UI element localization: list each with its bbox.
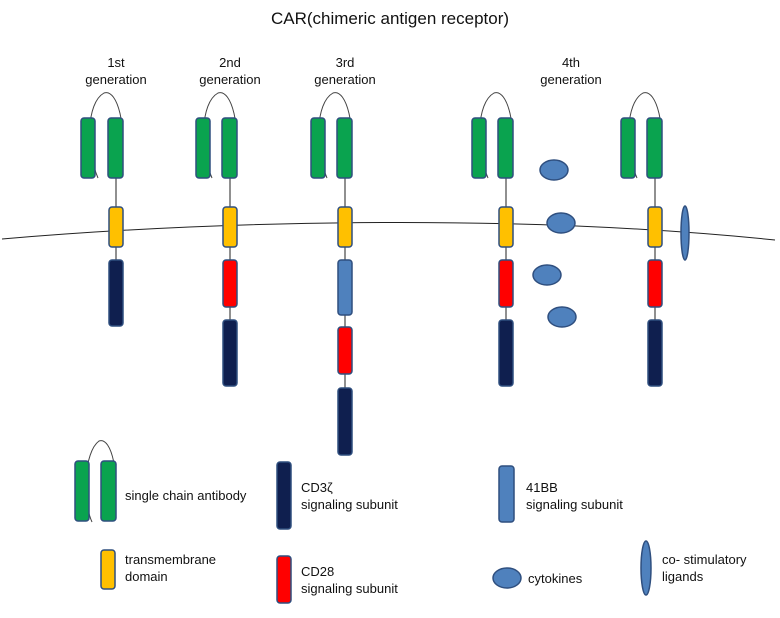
legend-ligand-line1: co- stimulatory [662, 552, 747, 567]
scfv-light-chain [221, 117, 238, 179]
41bb-subunit [337, 259, 353, 316]
legend-41bb-line1: 41BB [526, 480, 558, 495]
generation-label-4th: 4th generation [516, 54, 626, 88]
car-3rd-generation [310, 92, 353, 456]
legend-scfv-label: single chain antibody [125, 488, 247, 503]
generation-label-line2: generation [85, 72, 147, 87]
transmembrane-domain [337, 206, 353, 248]
legend-41bb-symbol [498, 465, 515, 523]
legend-41bb-label: 41BB signaling subunit [526, 479, 623, 513]
legend-ligand-line2: ligands [662, 569, 704, 584]
scfv-heavy-chain [310, 117, 326, 179]
cytokine [532, 264, 562, 286]
diagram-title: CAR(chimeric antigen receptor) [270, 9, 510, 28]
generation-label-3rd: 3rd generation [290, 54, 400, 88]
scfv-heavy-chain [620, 117, 636, 179]
legend-transmembrane-symbol [100, 549, 116, 590]
transmembrane-domain [108, 206, 124, 248]
cd3z-subunit [108, 259, 124, 327]
legend-cd3z-line2: signaling subunit [301, 497, 398, 512]
generation-label-2nd: 2nd generation [175, 54, 285, 88]
scfv-heavy-chain [471, 117, 487, 179]
costimulatory-ligand [680, 205, 690, 261]
generation-label-1st: 1st generation [61, 54, 171, 88]
legend-41bb-line2: signaling subunit [526, 497, 623, 512]
cytokine [539, 159, 569, 181]
car-4th-generation-a [471, 92, 514, 387]
legend-transmembrane-line2: domain [125, 569, 168, 584]
transmembrane-domain [647, 206, 663, 248]
cd28-subunit [498, 259, 514, 308]
generation-label-line2: generation [314, 72, 376, 87]
generation-label-line2: generation [199, 72, 261, 87]
transmembrane-domain [222, 206, 238, 248]
generation-label-line1: 4th [561, 55, 581, 70]
legend-cd28-symbol [276, 555, 292, 604]
generation-label-line1: 3rd [335, 55, 355, 70]
cd3z-subunit [498, 319, 514, 387]
car-4th-generation-b [620, 92, 663, 387]
car-2nd-generation [195, 92, 238, 387]
scfv-light-chain [100, 460, 117, 522]
legend-cd28-label: CD28 signaling subunit [301, 563, 398, 597]
cd28-subunit [337, 326, 353, 375]
scfv-heavy-chain [195, 117, 211, 179]
legend-cytokine-symbol [492, 567, 522, 589]
scfv-light-chain [497, 117, 514, 179]
scfv-light-chain [107, 117, 124, 179]
generation-label-line2: generation [540, 72, 602, 87]
scfv-heavy-chain [80, 117, 96, 179]
cd3z-subunit [647, 319, 663, 387]
scfv-light-chain [336, 117, 353, 179]
cytokine [547, 306, 577, 328]
legend-ligand-symbol [640, 540, 652, 596]
legend-transmembrane-line1: transmembrane [125, 552, 217, 567]
cytokine [546, 212, 576, 234]
scfv-heavy-chain [74, 460, 90, 522]
generation-label-line1: 2nd [219, 55, 241, 70]
cd28-subunit [222, 259, 238, 308]
legend-cd3z-symbol [276, 461, 292, 530]
legend-transmembrane-label: transmembrane domain [125, 551, 216, 585]
legend-cd28-line1: CD28 [301, 564, 335, 579]
car-1st-generation [80, 92, 124, 327]
legend-cd28-line2: signaling subunit [301, 581, 398, 596]
cd3z-subunit [222, 319, 238, 387]
legend-cd3z-label: CD3ζ signaling subunit [301, 479, 398, 513]
cd28-subunit [647, 259, 663, 308]
legend-scfv-symbol [74, 440, 117, 523]
scfv-light-chain [646, 117, 663, 179]
cd3z-subunit [337, 387, 353, 456]
legend-cd3z-line1: CD3ζ [301, 480, 333, 495]
legend-ligand-label: co- stimulatory ligands [662, 551, 747, 585]
legend-cytokines-label: cytokines [528, 571, 583, 586]
transmembrane-domain [498, 206, 514, 248]
generation-label-line1: 1st [107, 55, 125, 70]
